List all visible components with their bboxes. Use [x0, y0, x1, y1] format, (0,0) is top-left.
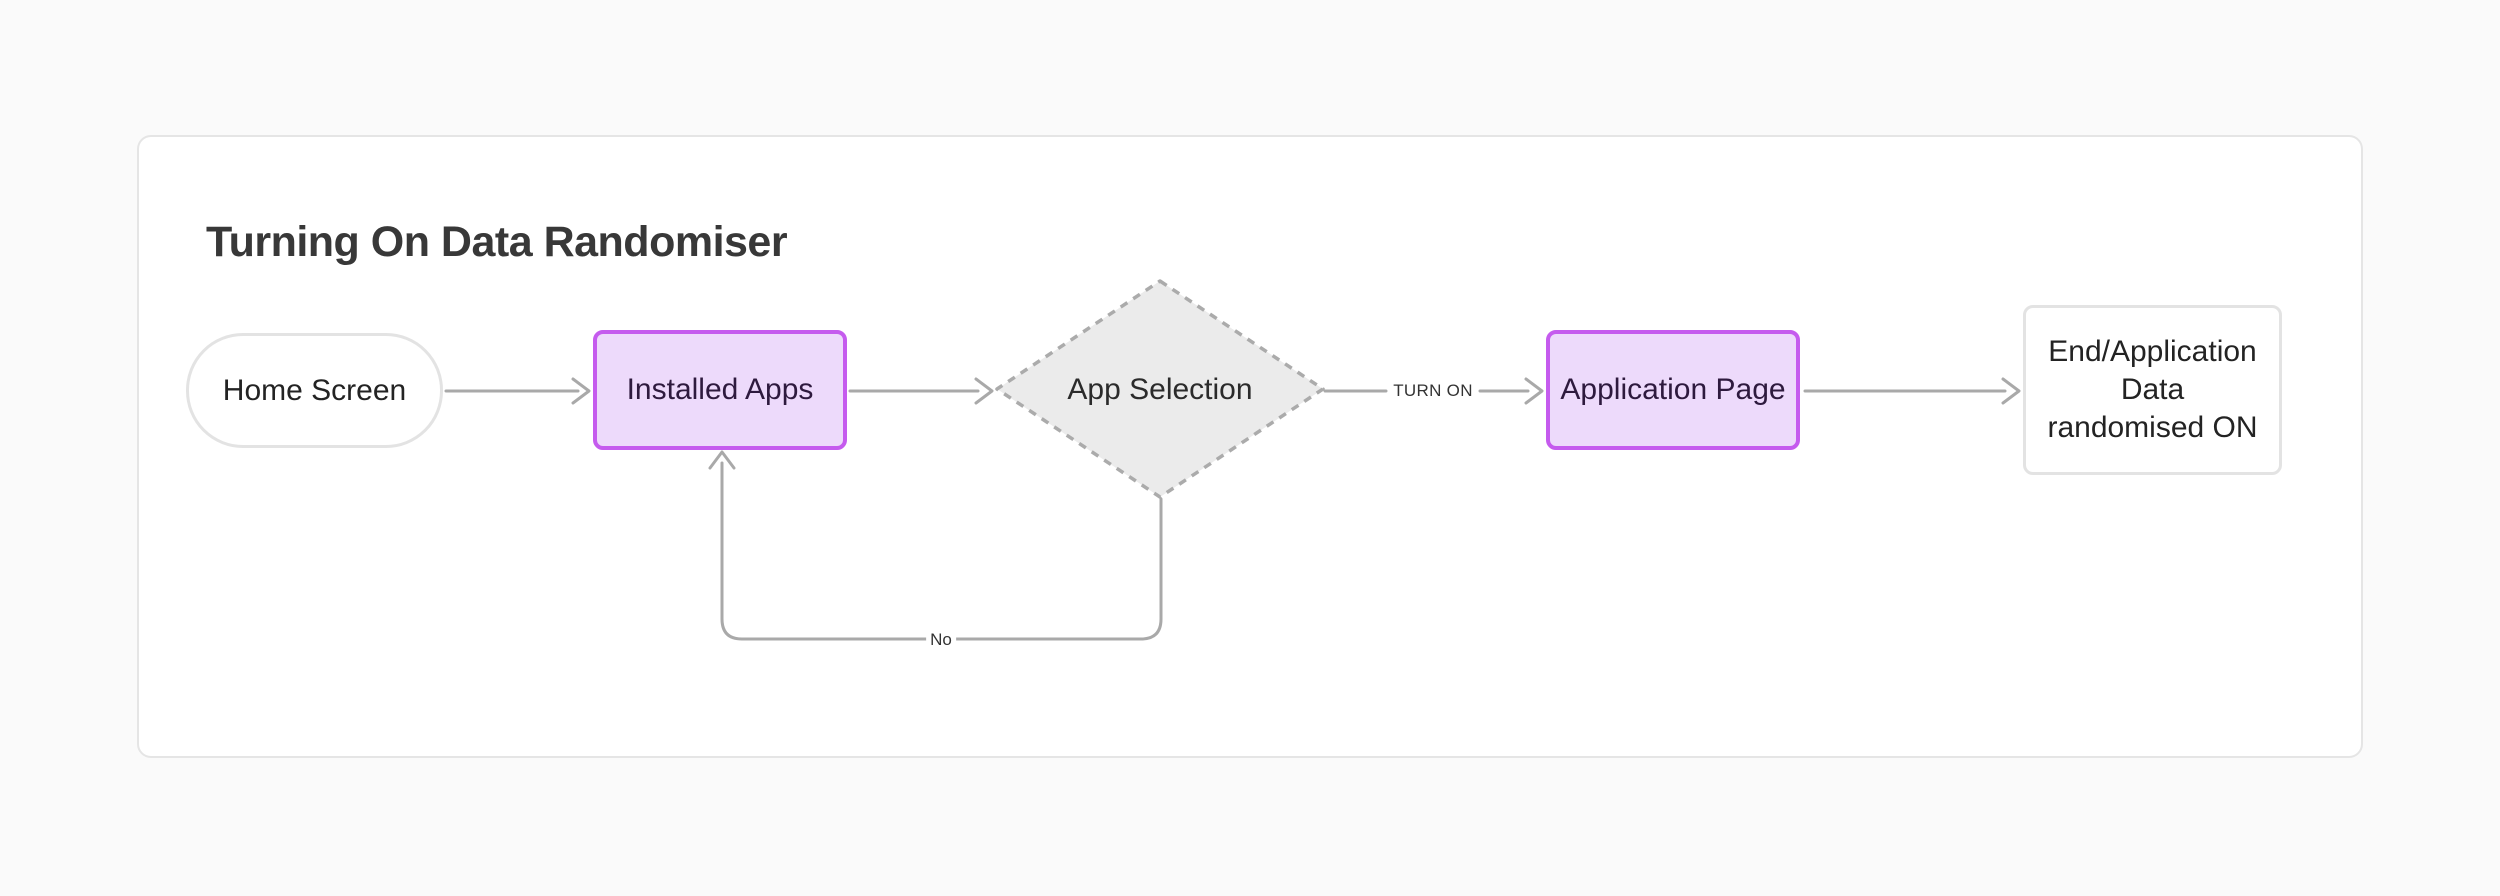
node-end-label: End/Application Data randomised ON [2047, 335, 2258, 444]
node-end[interactable]: End/Application Data randomised ON [2023, 305, 2282, 475]
node-app-selection-label: App Selection [1067, 373, 1253, 406]
node-installed-apps[interactable]: Installed Apps [593, 330, 847, 450]
edge-label-no: No [926, 630, 956, 650]
node-home-screen[interactable]: Home Screen [186, 333, 443, 448]
diagram-title: Turning On Data Randomiser [206, 218, 788, 266]
node-application-page[interactable]: Application Page [1546, 330, 1800, 450]
node-installed-apps-label: Installed Apps [626, 373, 814, 406]
node-application-page-label: Application Page [1560, 373, 1786, 406]
edge-label-turn-on: TURN ON [1389, 381, 1477, 401]
node-home-screen-label: Home Screen [222, 373, 407, 407]
node-app-selection[interactable]: App Selection [1058, 330, 1262, 450]
flowchart-card [137, 135, 2363, 758]
